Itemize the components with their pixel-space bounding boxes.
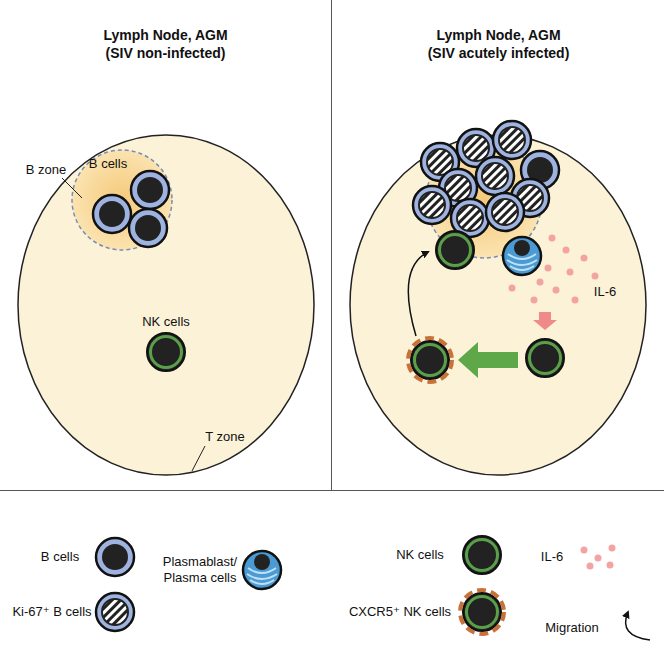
legend-text: IL-6 [541, 549, 563, 565]
region-label: T zone [205, 429, 245, 445]
panel: Lymph Node, AGM (SIV non-infected) [0, 0, 331, 136]
region-label: NK cells [142, 314, 190, 330]
panel: Lymph Node, AGM (SIV acutely infected) [333, 0, 664, 136]
legend-text: B cells [41, 549, 79, 565]
leader-line [192, 446, 205, 471]
migration-arrow [408, 252, 428, 336]
panel-divider [331, 0, 332, 490]
il6-arrow [533, 312, 557, 330]
panel-title: Lymph Node, AGM (SIV acutely infected) [422, 26, 576, 62]
lymph-node-right [350, 121, 646, 475]
legend-text: Plasmablast/ Plasma cells [159, 554, 241, 586]
lymph-node-left [18, 135, 314, 475]
legend-divider [0, 490, 664, 491]
panel-title: Lymph Node, AGM (SIV non-infected) [89, 26, 243, 62]
legend-text: Migration [545, 620, 598, 636]
conversion-arrow [458, 342, 518, 378]
legend-text: Ki-67⁺ B cells [12, 604, 91, 620]
il6-dots [509, 235, 599, 304]
legend-text: NK cells [396, 547, 444, 563]
legend-text: CXCR5⁺ NK cells [349, 604, 451, 620]
region-label: IL-6 [594, 284, 616, 300]
region-label: B zone [26, 162, 66, 178]
legend-samples [96, 536, 650, 640]
region-label: B cells [89, 156, 127, 172]
leader-line [62, 178, 82, 198]
